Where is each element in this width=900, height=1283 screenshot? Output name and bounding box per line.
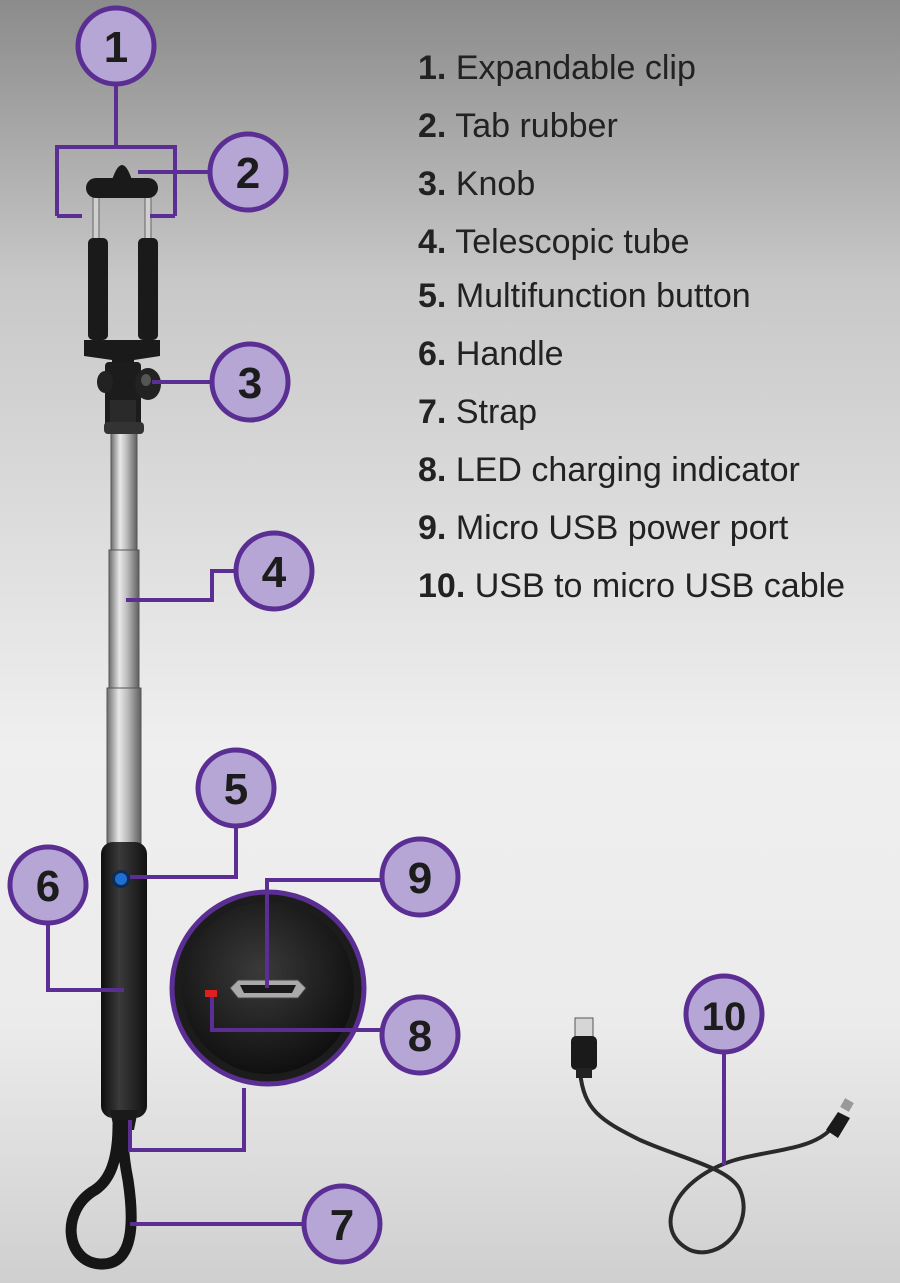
legend-item-7: 7. Strap	[418, 393, 538, 431]
knob	[97, 368, 161, 400]
legend-item-6: 6. Handle	[418, 335, 564, 373]
callout-badge-1-label: 1	[104, 23, 128, 72]
legend-item-text: Expandable clip	[455, 49, 696, 87]
legend-item-number: 10	[418, 567, 456, 605]
callout-badge-10: 10	[683, 973, 765, 1055]
multifunction-button	[112, 870, 130, 888]
legend-item-10: 10. USB to micro USB cable	[418, 567, 846, 605]
usb-cable	[571, 1017, 854, 1255]
legend-item-number: 5	[418, 277, 437, 315]
legend-item-text: USB to micro USB cable	[474, 567, 846, 605]
legend-item-number: 7	[418, 393, 437, 431]
tab-rubber	[86, 165, 158, 198]
callout-badge-3-label: 3	[238, 359, 262, 408]
callout-badge-9: 9	[379, 836, 461, 918]
legend-item-number: 3	[418, 165, 437, 203]
legend-item-3: 3. Knob	[418, 165, 536, 203]
callout-badge-9-label: 9	[408, 854, 432, 903]
strap	[65, 1119, 137, 1270]
callout-badge-8: 8	[379, 994, 461, 1076]
legend-item-number: 1	[418, 49, 437, 87]
legend-item-text: Strap	[455, 393, 538, 431]
callout-badge-2-label: 2	[236, 149, 260, 198]
callout-lines	[46, 86, 726, 1226]
legend-item-text: Tab rubber	[455, 107, 618, 145]
legend-item-number: 9	[418, 509, 437, 547]
legend-item-text: LED charging indicator	[455, 451, 800, 489]
legend-item-text: Handle	[455, 335, 564, 373]
callout-badge-10-label: 10	[702, 995, 747, 1039]
legend-item-text: Knob	[455, 165, 536, 203]
legend-item-4: 4. Telescopic tube	[418, 223, 690, 261]
callout-badge-6: 6	[7, 844, 89, 926]
legend-item-text: Telescopic tube	[455, 223, 690, 261]
callout-badge-1: 1	[75, 5, 157, 87]
callout-badge-7-label: 7	[330, 1201, 354, 1250]
legend-item-number: 2	[418, 107, 437, 145]
telescopic-tube	[106, 427, 142, 844]
legend-item-1: 1. Expandable clip	[418, 49, 696, 87]
callout-badge-8-label: 8	[408, 1012, 432, 1061]
callout-badge-3: 3	[209, 341, 291, 423]
legend-item-number: 4	[418, 223, 437, 261]
callout-badge-2: 2	[207, 131, 289, 213]
legend-item-text: Multifunction button	[455, 277, 751, 315]
expandable-clip	[84, 194, 160, 434]
micro-usb-power-port	[229, 979, 307, 999]
legend-item-number: 6	[418, 335, 437, 373]
legend-item-8: 8. LED charging indicator	[418, 451, 800, 489]
legend-item-number: 8	[418, 451, 437, 489]
callout-badge-6-label: 6	[36, 862, 60, 911]
callout-badge-4-label: 4	[262, 548, 287, 597]
callout-badge-5-label: 5	[224, 765, 248, 814]
legend-item-2: 2. Tab rubber	[418, 107, 618, 145]
legend-item-9: 9. Micro USB power port	[418, 509, 789, 547]
callout-badge-7: 7	[301, 1183, 383, 1265]
legend-item-5: 5. Multifunction button	[418, 277, 751, 315]
callout-badge-5: 5	[195, 747, 277, 829]
legend-item-text: Micro USB power port	[455, 509, 789, 547]
callout-badge-4: 4	[233, 530, 315, 612]
led-charging-indicator	[205, 990, 217, 997]
